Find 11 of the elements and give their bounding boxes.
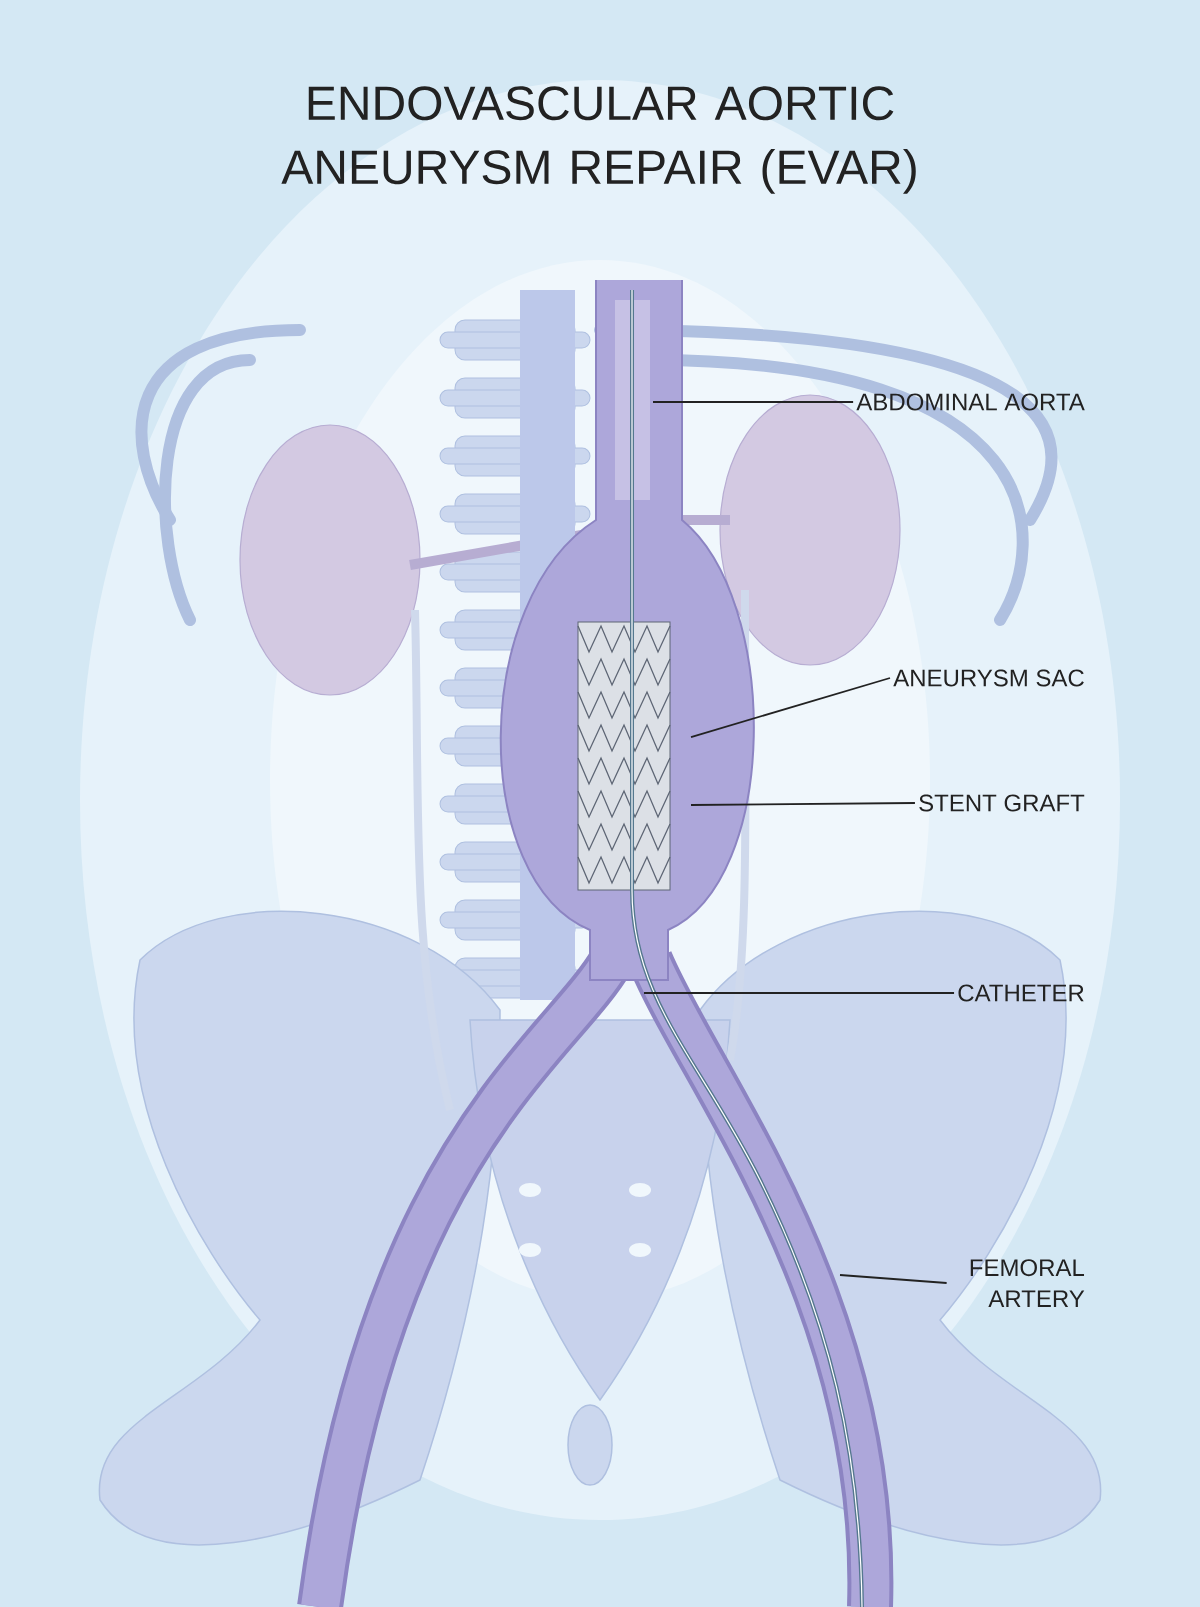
- leader-line: [690, 802, 916, 806]
- leader-line: [690, 677, 891, 738]
- part-label: CATHETER: [958, 984, 1084, 1002]
- leader-line: [643, 992, 955, 994]
- part-label: ABDOMINAL AORTA: [856, 393, 1085, 411]
- leader-line: [652, 401, 854, 403]
- leader-line: [839, 1274, 948, 1284]
- title: ENDOVASCULAR AORTIC ANEURYSM REPAIR (EVAR): [281, 86, 916, 194]
- part-label: STENT GRAFT: [919, 794, 1085, 812]
- part-label: FEMORAL ARTERY: [970, 1259, 1085, 1307]
- part-label: ANEURYSM SAC: [893, 669, 1084, 687]
